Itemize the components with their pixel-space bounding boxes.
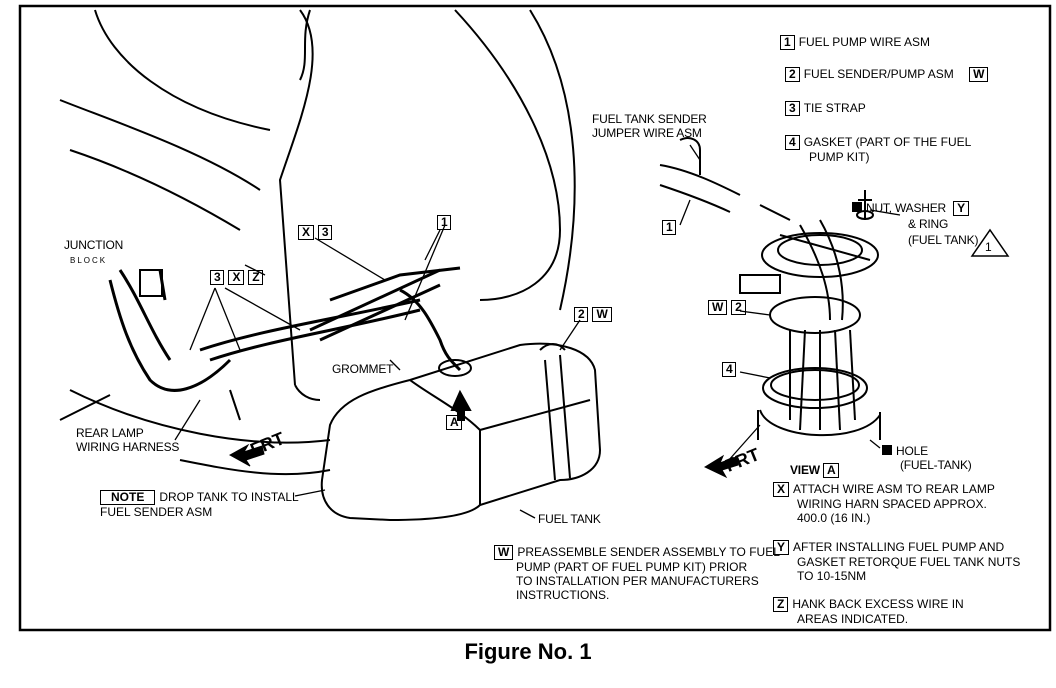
callout-1-vehicle: 1 xyxy=(437,215,455,230)
fuel-tank-outline xyxy=(320,342,602,522)
callout-1-exploded: 1 xyxy=(662,220,680,235)
callout-box-w: W xyxy=(969,67,989,82)
front-arrow-left xyxy=(228,443,265,467)
triangle-number: 1 xyxy=(985,240,992,254)
hole-label: HOLE (FUEL-TANK) xyxy=(882,444,972,472)
fuel-tank-label: FUEL TANK xyxy=(538,512,601,526)
junction-block xyxy=(139,269,163,297)
grommet-label: GROMMET xyxy=(332,362,394,376)
callout-4-exploded: 4 xyxy=(722,362,740,377)
rear-lamp-wiring-harness xyxy=(108,266,462,392)
figure-caption: Figure No. 1 xyxy=(464,639,592,664)
view-a-label: VIEW A xyxy=(790,463,843,478)
exploded-sender-view xyxy=(659,137,881,440)
vehicle-body xyxy=(59,9,576,476)
warning-triangle xyxy=(970,228,1010,257)
callout-box: 3 xyxy=(785,101,800,116)
callout-box: 4 xyxy=(785,135,800,150)
figure-frame xyxy=(18,4,1052,632)
callout-box: 1 xyxy=(780,35,795,50)
front-arrow-right xyxy=(703,454,739,479)
callout-a-tank: A xyxy=(446,415,466,430)
callout-box: 2 xyxy=(785,67,800,82)
leader-lines xyxy=(174,144,901,519)
up-arrow xyxy=(450,389,472,421)
nut-washer-label: NUT, WASHER Y & RING (FUEL TANK) xyxy=(852,200,978,248)
